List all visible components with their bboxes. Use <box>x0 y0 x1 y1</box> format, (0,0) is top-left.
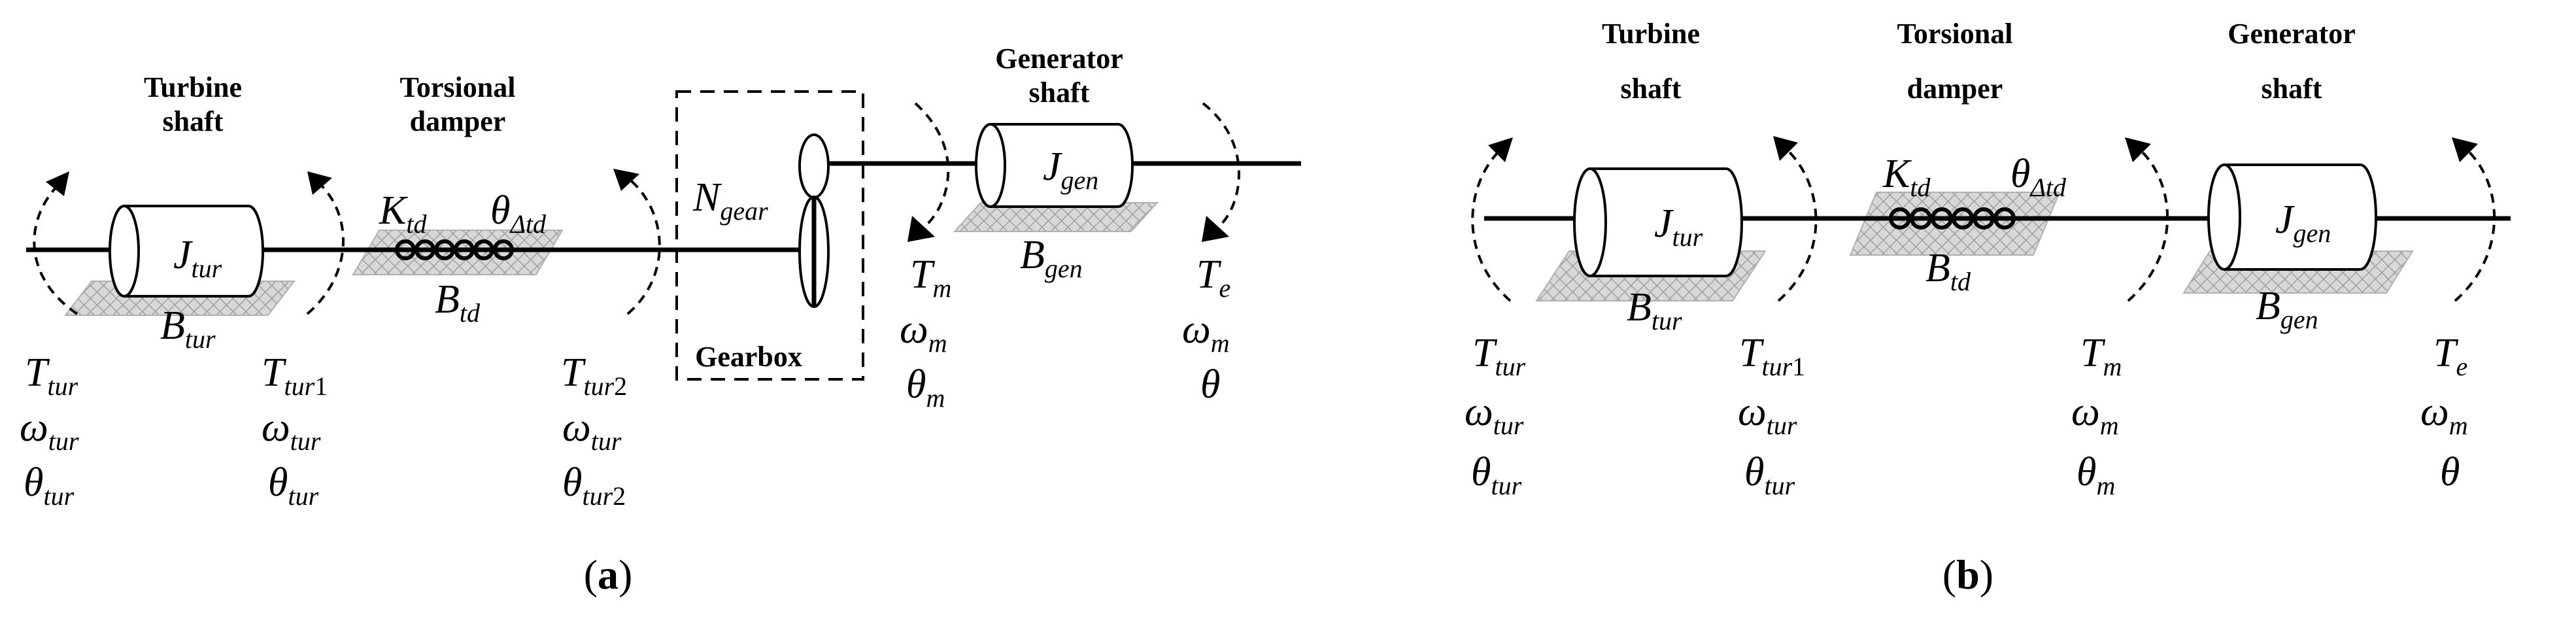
generator-inertia-cylinder <box>2207 163 2377 271</box>
svg-text:Tm: Tm <box>910 252 951 303</box>
torque-arrow-tur <box>1471 137 1513 302</box>
turbine-shaft-header-line1: Turbine <box>144 71 242 103</box>
torque-arrow-e <box>1202 102 1240 242</box>
torque-arrow-tur1 <box>306 171 345 315</box>
torsional-damper-spring <box>1886 207 2033 230</box>
torque-arrow-tur <box>33 171 78 315</box>
torsional-damper-header-line2: damper <box>1907 73 2003 105</box>
svg-text:θtur: θtur <box>24 460 75 511</box>
b-tur-label: Btur <box>1627 285 1682 335</box>
j-tur-label: Jtur <box>173 233 222 283</box>
svg-text:θm: θm <box>2076 450 2115 500</box>
svg-text:θtur: θtur <box>1744 450 1795 500</box>
svg-text:ωtur: ωtur <box>262 405 321 456</box>
turbine-shaft-header-line1: Turbine <box>1602 18 1700 50</box>
var-col-tur1: Ttur1 ωtur θtur <box>1738 331 1805 500</box>
var-col-m: Tm ωm θm <box>900 252 951 413</box>
b-gen-label: Bgen <box>1020 233 1083 283</box>
torque-arrow-m <box>907 102 950 242</box>
b-td-label: Btd <box>435 277 481 328</box>
gear-pair <box>798 133 830 308</box>
n-gear-label: Ngear <box>692 175 768 226</box>
turbine-shaft-header-line2: shaft <box>1621 73 1682 105</box>
torque-arrow-m <box>2125 137 2169 302</box>
svg-text:θ: θ <box>1200 362 1220 407</box>
svg-text:Ttur1: Ttur1 <box>1739 331 1805 381</box>
gearbox-box <box>675 90 864 381</box>
k-td-label: Ktd <box>379 188 427 239</box>
svg-text:θ: θ <box>2440 450 2460 494</box>
var-col-e: Te ωm θ <box>2420 331 2468 494</box>
turbine-shaft-header-line2: shaft <box>163 105 224 137</box>
svg-text:θtur: θtur <box>268 460 319 511</box>
svg-text:Ttur1: Ttur1 <box>262 351 328 401</box>
svg-text:ωtur: ωtur <box>562 405 622 456</box>
j-gen-label: Jgen <box>1043 145 1098 195</box>
svg-text:Ttur: Ttur <box>1472 331 1526 381</box>
b-gen-label: Bgen <box>2256 284 2318 334</box>
k-td-label: Ktd <box>1882 152 1931 202</box>
svg-text:Te: Te <box>2433 331 2467 381</box>
panel-a: Turbine shaft Torsional damper Generator… <box>20 43 1301 598</box>
svg-text:θtur2: θtur2 <box>562 460 626 511</box>
svg-text:ωm: ωm <box>900 307 947 358</box>
svg-text:ωtur: ωtur <box>1738 390 1797 440</box>
j-gen-label: Jgen <box>2275 197 2331 248</box>
j-tur-label: Jtur <box>1654 201 1703 252</box>
torsional-damper-header-line2: damper <box>410 105 506 137</box>
torsional-damper-spring <box>392 239 520 260</box>
gearbox-label: Gearbox <box>695 341 802 373</box>
turbine-inertia-cylinder <box>109 205 264 298</box>
var-col-tur: Ttur ωtur θtur <box>20 351 79 511</box>
svg-text:Ttur2: Ttur2 <box>561 351 627 401</box>
svg-text:θtur: θtur <box>1471 450 1522 500</box>
var-col-tur1: Ttur1 ωtur θtur <box>262 351 328 511</box>
svg-text:Tm: Tm <box>2080 331 2122 381</box>
torsional-damper-header-line1: Torsional <box>400 71 516 103</box>
var-col-tur: Ttur ωtur θtur <box>1465 331 1526 500</box>
svg-text:ωtur: ωtur <box>20 405 79 456</box>
theta-delta-td-label: θΔtd <box>490 188 547 239</box>
b-td-label: Btd <box>1925 246 1971 296</box>
generator-shaft-header-line1: Generator <box>2228 18 2355 50</box>
var-col-m: Tm ωm θm <box>2071 331 2122 500</box>
generator-inertia-cylinder <box>975 123 1134 208</box>
theta-delta-td-label: θΔtd <box>2010 152 2067 202</box>
caption-b: (b) <box>1942 551 1993 598</box>
var-col-tur2: Ttur2 ωtur θtur2 <box>561 351 627 511</box>
generator-shaft-header-line1: Generator <box>995 43 1123 75</box>
svg-text:Ttur: Ttur <box>25 351 78 401</box>
generator-shaft-header-line2: shaft <box>2262 73 2322 105</box>
panel-b: Turbine shaft Torsional damper Generator… <box>1465 18 2511 598</box>
caption-a: (a) <box>584 551 633 598</box>
svg-text:ωm: ωm <box>1182 307 1230 358</box>
generator-shaft-header-line2: shaft <box>1029 77 1090 109</box>
torsional-damper-header-line1: Torsional <box>1897 18 2013 50</box>
torque-arrow-tur2 <box>613 169 661 315</box>
turbine-inertia-cylinder <box>1573 167 1743 277</box>
var-col-e: Te ωm θ <box>1182 252 1230 407</box>
svg-text:θm: θm <box>906 362 945 413</box>
svg-text:ωm: ωm <box>2071 390 2119 440</box>
svg-text:ωm: ωm <box>2420 390 2468 440</box>
svg-text:Te: Te <box>1196 252 1230 303</box>
svg-text:ωtur: ωtur <box>1465 390 1524 440</box>
torque-arrow-e <box>2452 137 2496 302</box>
b-tur-label: Btur <box>160 303 216 354</box>
torque-arrow-tur1 <box>1773 136 1818 302</box>
